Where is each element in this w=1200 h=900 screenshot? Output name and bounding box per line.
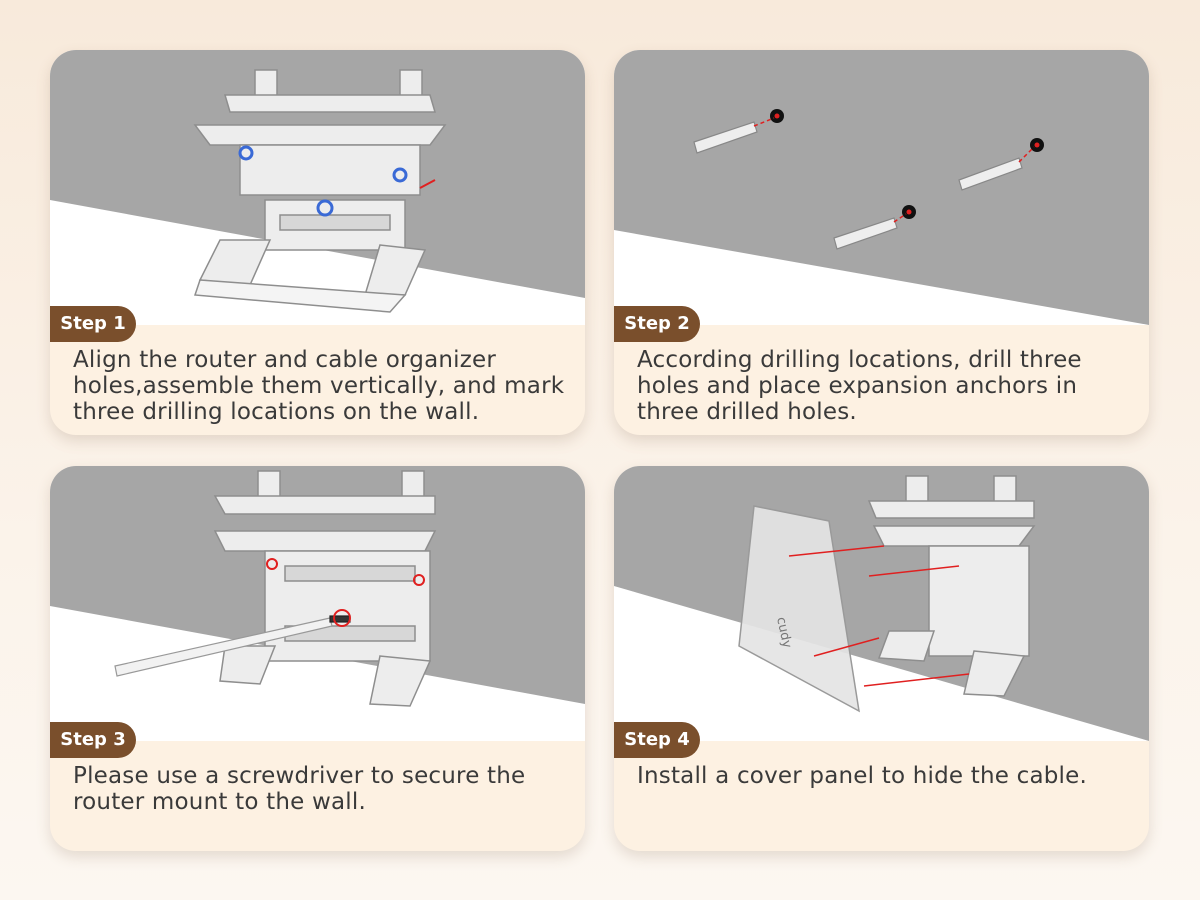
- step-badge: Step 3: [50, 722, 136, 758]
- step-description: Align the router and cable organizer hol…: [73, 347, 565, 425]
- drill-guide-lines: [753, 117, 1035, 223]
- step-3-illustration: [50, 466, 585, 741]
- step-3-drawing: [50, 466, 585, 707]
- step-card-3: Step 3 Please use a screwdriver to secur…: [50, 466, 585, 851]
- assembly-arrows: [788, 545, 970, 687]
- expansion-anchors: [693, 121, 1023, 250]
- step-description: Install a cover panel to hide the cable.: [637, 763, 1087, 789]
- step-1-drawing: [50, 50, 585, 313]
- step-4-illustration: cudy: [614, 466, 1149, 741]
- step-card-1: Step 1 Align the router and cable organi…: [50, 50, 585, 435]
- step-card-4: cudy Step 4 Install a cover panel to hid…: [614, 466, 1149, 851]
- step-badge: Step 4: [614, 722, 700, 758]
- hole-markers: [238, 145, 408, 217]
- step-badge: Step 1: [50, 306, 136, 342]
- screwdriver: [114, 615, 351, 677]
- step-badge: Step 2: [614, 306, 700, 342]
- router-mount-illustration: [867, 475, 1036, 697]
- step-1-illustration: [50, 50, 585, 325]
- router-mount-illustration: [213, 470, 437, 707]
- step-description: According drilling locations, drill thre…: [637, 347, 1082, 425]
- step-2-drawing: [614, 50, 1149, 325]
- cover-panel: cudy: [738, 505, 860, 713]
- step-description: Please use a screwdriver to secure the r…: [73, 763, 526, 815]
- step-card-2: Step 2 According drilling locations, dri…: [614, 50, 1149, 435]
- screw-markers: [266, 558, 425, 627]
- alignment-arrow: [419, 179, 436, 189]
- router-mount-illustration: [193, 69, 447, 313]
- svg-text:cudy: cudy: [773, 616, 794, 650]
- step-4-drawing: cudy: [614, 466, 1149, 741]
- step-2-illustration: [614, 50, 1149, 325]
